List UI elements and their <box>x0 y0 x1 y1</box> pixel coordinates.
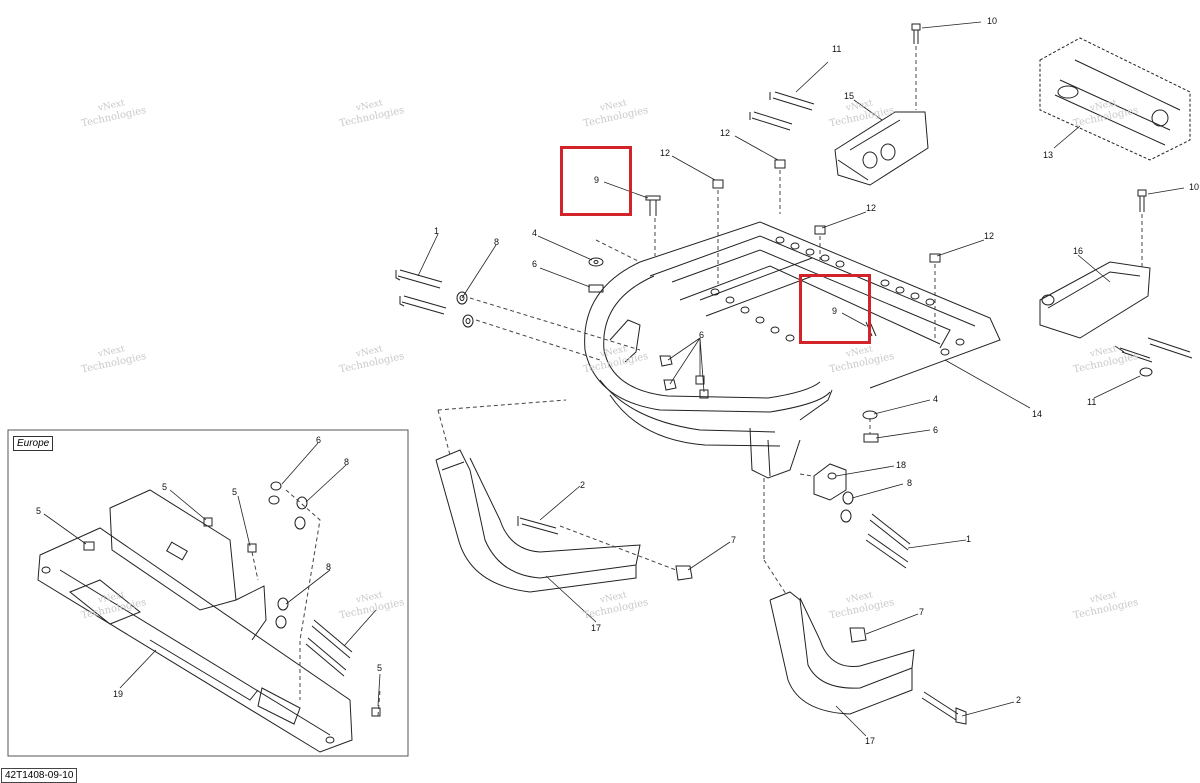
highlight-box <box>560 146 632 216</box>
inset-assembly-lines <box>251 489 381 717</box>
leader-lines <box>43 21 1185 737</box>
callout-7: 7 <box>919 607 925 617</box>
callout-12: 12 <box>720 128 731 138</box>
callout-10: 10 <box>987 16 998 26</box>
callout-9: 9 <box>594 175 600 185</box>
callout-7: 7 <box>731 535 737 545</box>
callout-1: 1 <box>966 534 972 544</box>
callout-5: 5 <box>36 506 42 516</box>
callout-5: 5 <box>377 663 383 673</box>
license-plate-bracket <box>37 489 353 753</box>
callout-8: 8 <box>494 237 500 247</box>
callout-9: 9 <box>832 306 838 316</box>
europe-inset-frame <box>7 429 409 757</box>
callout-2: 2 <box>580 480 586 490</box>
callout-15: 15 <box>844 91 855 101</box>
callout-17: 17 <box>591 623 602 633</box>
inset-hardware <box>83 481 381 717</box>
bracket-18 <box>813 463 911 569</box>
callout-11: 11 <box>1087 397 1097 407</box>
callout-12: 12 <box>984 231 995 241</box>
callout-14: 14 <box>1032 409 1043 419</box>
callout-13: 13 <box>1043 150 1054 160</box>
callout-8: 8 <box>344 457 350 467</box>
rail-holes <box>710 236 965 356</box>
callout-17: 17 <box>865 736 876 746</box>
highlight-box <box>799 274 871 344</box>
frame-hardware <box>395 159 941 443</box>
callout-10: 10 <box>1189 182 1200 192</box>
callout-16: 16 <box>1073 246 1084 256</box>
assembly-lines <box>437 46 1143 595</box>
callout-6: 6 <box>699 330 705 340</box>
callout-5: 5 <box>162 482 168 492</box>
callout-6: 6 <box>316 435 322 445</box>
callout-1: 1 <box>434 226 440 236</box>
callout-5: 5 <box>232 487 238 497</box>
rack-frame <box>584 221 1001 479</box>
inset-label: Europe <box>13 436 54 451</box>
drawing-number: 42T1408-09-10 <box>1 768 78 783</box>
callout-8: 8 <box>907 478 913 488</box>
callout-11: 11 <box>832 44 842 54</box>
callout-12: 12 <box>660 148 671 158</box>
callout-6: 6 <box>933 425 939 435</box>
callout-2: 2 <box>1016 695 1022 705</box>
tool-kit <box>1039 37 1191 161</box>
callout-4: 4 <box>933 394 939 404</box>
callout-6: 6 <box>532 259 538 269</box>
callout-12: 12 <box>866 203 877 213</box>
callout-4: 4 <box>532 228 538 238</box>
leg-right <box>769 591 967 725</box>
top-bracket <box>749 23 929 186</box>
callout-19: 19 <box>113 689 124 699</box>
leg-left <box>435 449 693 593</box>
side-bracket <box>1039 189 1193 377</box>
callout-18: 18 <box>896 460 907 470</box>
callout-8: 8 <box>326 562 332 572</box>
